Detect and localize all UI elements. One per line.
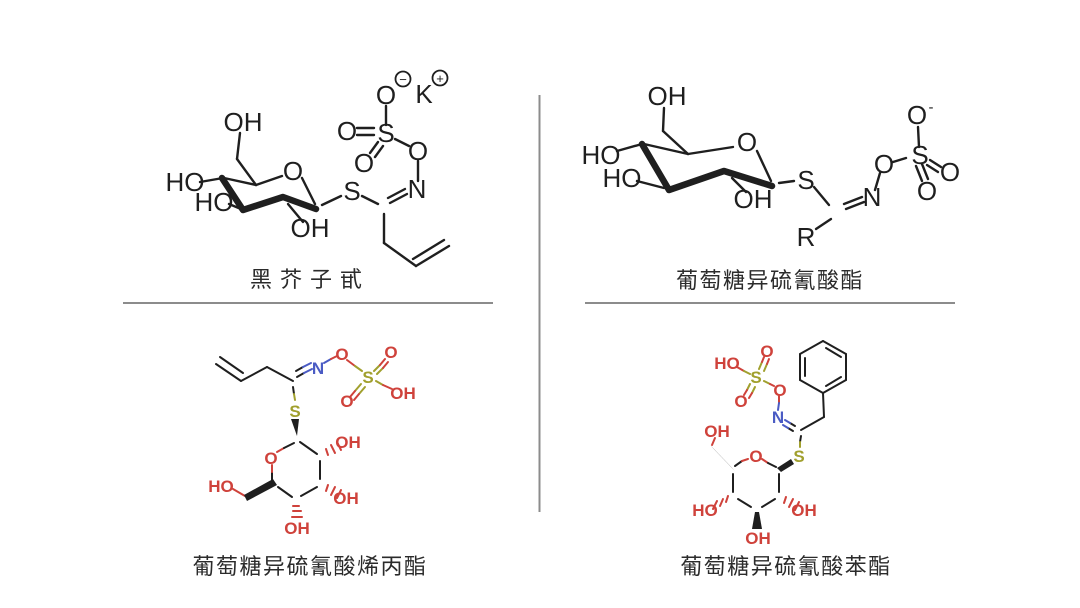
atom-s-sulfate: S xyxy=(750,368,761,387)
atom-ho-c4: HO xyxy=(582,140,621,170)
sinigrin-bonds xyxy=(198,104,451,268)
o-neg-charge: - xyxy=(929,99,934,116)
atom-o-dbl2: O xyxy=(917,176,937,206)
benzyl-atom-labels: HO S O O O N S O OH HO OH OH xyxy=(692,342,817,548)
plus-charge-circle xyxy=(431,69,449,87)
atom-o-neg: O xyxy=(907,100,927,130)
atom-oh-c2: OH xyxy=(335,433,361,452)
wedge-s-anomeric xyxy=(291,419,299,436)
wedge-c5-c6 xyxy=(710,445,735,471)
atom-ring-o: O xyxy=(749,447,762,466)
atom-o-dbl1: O xyxy=(940,157,960,187)
atom-o-dbl1: O xyxy=(384,343,397,362)
atom-oh-sulfate: OH xyxy=(390,384,416,403)
atom-oh-c6: OH xyxy=(224,107,263,137)
atom-oh-c2: OH xyxy=(791,501,817,520)
atom-oh-c6: OH xyxy=(648,81,687,111)
wedge-c3-oh xyxy=(752,512,762,529)
atom-o-link: O xyxy=(408,136,428,166)
atom-s-thio: S xyxy=(793,447,804,466)
atom-ring-o: O xyxy=(737,127,757,157)
atom-o-dbl2: O xyxy=(340,392,353,411)
wedge-c5-c6 xyxy=(244,479,277,501)
allyl-atom-labels: N O S O O OH S O OH OH OH HO xyxy=(208,343,416,538)
atom-o-link: O xyxy=(335,345,348,364)
atom-oh-c3: OH xyxy=(745,529,771,548)
glucosinolate-bonds xyxy=(615,106,943,231)
compound-glucosinolate-general: OH O HO HO OH S N O S O - O O R 葡萄糖异硫氰酸酯 xyxy=(582,81,961,293)
atom-oh-c3: OH xyxy=(333,489,359,508)
atom-k: K xyxy=(415,79,433,109)
atom-o-dbl1: O xyxy=(760,342,773,361)
atom-oh-c2: OH xyxy=(291,213,330,243)
compound-sinigrin: OH HO HO OH O S N O S O − K + O O 黑芥子甙 xyxy=(166,69,451,292)
atom-ho-c4: HO xyxy=(692,501,718,520)
dividers xyxy=(123,95,955,512)
caption-glucosinolate: 葡萄糖异硫氰酸酯 xyxy=(676,268,864,293)
atom-s-thio: S xyxy=(797,165,814,195)
atom-s-sulfate: S xyxy=(377,118,394,148)
allyl-bonds xyxy=(215,355,393,518)
atom-o-top: O xyxy=(376,80,396,110)
atom-ho-c3: HO xyxy=(195,187,234,217)
atom-ho-c6: HO xyxy=(208,477,234,496)
atom-n: N xyxy=(408,174,427,204)
minus-charge: − xyxy=(399,72,407,87)
wedge-s-anomeric xyxy=(777,459,794,472)
atom-oh-c4: OH xyxy=(284,519,310,538)
atom-ho-c4: HO xyxy=(166,167,205,197)
caption-allyl-glucosinolate: 葡萄糖异硫氰酸烯丙酯 xyxy=(192,554,427,579)
atom-oh-c6: OH xyxy=(704,422,730,441)
plus-charge: + xyxy=(436,71,444,86)
atom-s-thio: S xyxy=(289,402,300,421)
benzyl-bonds xyxy=(711,340,847,511)
atom-ho-sulfate: HO xyxy=(714,354,740,373)
atom-r-group: R xyxy=(797,222,816,252)
atom-n: N xyxy=(772,408,784,427)
atom-ho-c3: HO xyxy=(603,163,642,193)
atom-ring-o: O xyxy=(264,449,277,468)
atom-s-thio: S xyxy=(343,176,360,206)
sinigrin-atom-labels: OH HO HO OH O S N O S O − K + O O xyxy=(166,71,444,243)
atom-oh-c2: OH xyxy=(734,184,773,214)
atom-o-link: O xyxy=(773,381,786,400)
compound-benzyl-glucosinolate: HO S O O O N S O OH HO OH OH 葡萄糖异硫氰酸苯酯 xyxy=(680,340,892,579)
atom-n: N xyxy=(863,182,882,212)
glucosinolate-atom-labels: OH O HO HO OH S N O S O - O O R xyxy=(582,81,961,252)
atom-n: N xyxy=(312,359,324,378)
atom-o-dbl2: O xyxy=(734,392,747,411)
caption-benzyl-glucosinolate: 葡萄糖异硫氰酸苯酯 xyxy=(680,554,892,579)
atom-ring-o: O xyxy=(283,156,303,186)
compound-allyl-glucosinolate: N O S O O OH S O OH OH OH HO 葡萄糖异硫氰酸烯丙酯 xyxy=(192,343,427,579)
caption-sinigrin: 黑芥子甙 xyxy=(250,267,370,292)
atom-s-sulfate: S xyxy=(911,140,928,170)
atom-o-link: O xyxy=(874,149,894,179)
minus-charge-circle xyxy=(394,70,412,88)
atom-o-dbl1: O xyxy=(337,116,357,146)
atom-s-sulfate: S xyxy=(362,368,373,387)
atom-o-dbl2: O xyxy=(354,148,374,178)
